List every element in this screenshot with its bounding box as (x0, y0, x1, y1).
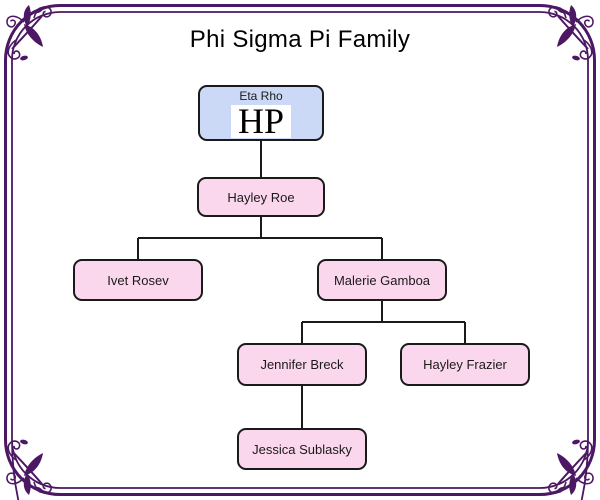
node-label: Eta Rho (239, 88, 283, 103)
node-label: Ivet Rosev (107, 272, 169, 288)
diagram-title: Phi Sigma Pi Family (189, 26, 411, 53)
tree-node-jennifer-breck: Jennifer Breck (237, 343, 367, 386)
tree-node-jessica-sublasky: Jessica Sublasky (237, 428, 367, 470)
tree-node-hayley-frazier: Hayley Frazier (400, 343, 530, 386)
node-label: Malerie Gamboa (333, 272, 431, 288)
node-monogram: HP (230, 103, 292, 139)
node-label: Hayley Frazier (423, 357, 507, 372)
tree-node-ivet-rosev: Ivet Rosev (73, 259, 203, 301)
tree-node-hayley-roe: Hayley Roe (197, 177, 325, 217)
node-label: Hayley Roe (227, 189, 295, 205)
node-label: Jennifer Breck (260, 357, 344, 372)
tree-node-malerie-gamboa: Malerie Gamboa (317, 259, 447, 301)
node-label: Jessica Sublasky (252, 441, 352, 457)
